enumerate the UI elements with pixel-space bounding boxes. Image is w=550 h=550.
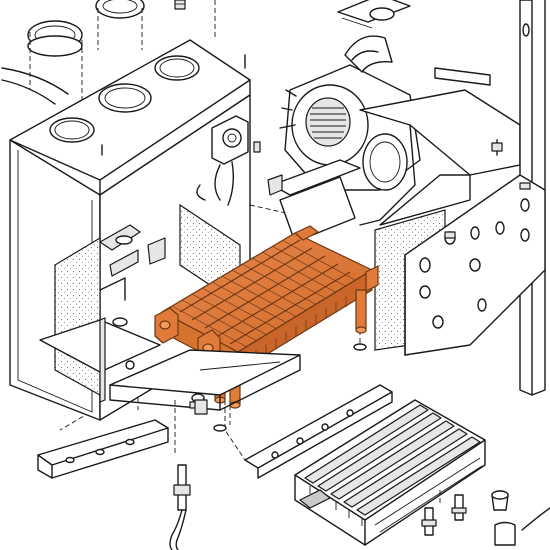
fan-assembly (267, 0, 421, 243)
burner-rail (37, 399, 208, 479)
heat-exchanger-fins (171, 239, 358, 348)
ignition-electrode (169, 464, 191, 550)
top-screw (174, 0, 186, 10)
rear-panel (359, 0, 546, 396)
side-panel (374, 139, 546, 356)
exchanger-seal (213, 343, 367, 432)
small-fittings (421, 490, 550, 546)
flue-collars (1, 0, 145, 105)
burner (244, 384, 486, 546)
chamber-base (109, 349, 301, 411)
pressure-switch (196, 115, 261, 206)
burner-blades (304, 404, 483, 533)
